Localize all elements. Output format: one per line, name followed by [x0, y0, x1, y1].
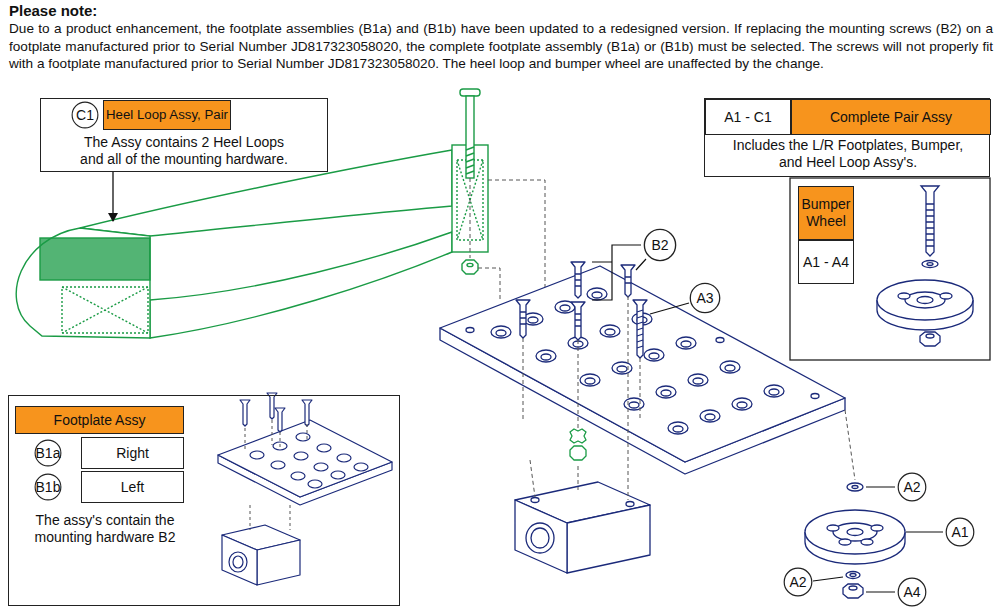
- cell-text: Complete Pair Assy: [830, 109, 952, 126]
- info-box: Includes the L/R Footplates, Bumper, and…: [704, 98, 990, 177]
- cell-text: A1 - A4: [803, 254, 849, 271]
- side-label: Left: [81, 471, 184, 503]
- callout-number: A2: [783, 567, 813, 597]
- cell-text: Bumper Wheel: [801, 196, 851, 230]
- cell-text: Footplate Assy: [54, 412, 146, 429]
- info-box: The Assy contains 2 Heel Loops and all o…: [40, 98, 328, 172]
- callout-number: B1b: [34, 473, 62, 501]
- bumper-wheel: [805, 483, 905, 598]
- callout-number: A2: [897, 472, 927, 502]
- cell-text: A1 - C1: [724, 109, 771, 126]
- callout-number: B2: [643, 228, 677, 262]
- callout-text: A2: [789, 574, 806, 591]
- part-title: Complete Pair Assy: [791, 99, 991, 135]
- callout-text: A4: [903, 584, 920, 601]
- part-range: A1 - A4: [798, 240, 854, 284]
- cell-text: Right: [116, 445, 149, 462]
- cell-text: Left: [121, 479, 144, 496]
- callout-text: B1a: [36, 445, 61, 462]
- part-title: Footplate Assy: [15, 406, 184, 434]
- box-text: Includes the L/R Footplates, Bumper, and…: [723, 137, 973, 171]
- side-label: Right: [81, 437, 184, 469]
- callout-text: C1: [76, 107, 94, 124]
- callout-text: B1b: [36, 479, 61, 496]
- box-text: The Assy contains 2 Heel Loops and all o…: [71, 134, 297, 168]
- callout-text: B2: [651, 237, 668, 254]
- callout-number: A4: [897, 577, 927, 607]
- info-box: The assy's contain the mounting hardware…: [8, 395, 400, 606]
- heel-loop: [16, 89, 488, 338]
- callout-text: A1: [951, 524, 968, 541]
- callout-number: B1a: [34, 439, 62, 467]
- footplate-small: [218, 393, 392, 585]
- callout-number: C1: [71, 101, 99, 129]
- part-title: Bumper Wheel: [798, 186, 854, 240]
- note-heading: Please note:: [9, 2, 97, 20]
- callout-number: A3: [689, 282, 721, 314]
- part-title: Heel Loop Assy, Pair: [103, 100, 231, 130]
- callout-text: A2: [903, 479, 920, 496]
- part-range: A1 - C1: [705, 99, 791, 135]
- cell-text: Heel Loop Assy, Pair: [106, 107, 228, 122]
- callout-text: A3: [696, 290, 713, 307]
- box-text: The assy's contain the mounting hardware…: [17, 512, 193, 546]
- callout-number: A1: [945, 517, 975, 547]
- bumper-wheel-small: [877, 186, 973, 346]
- footplate: [440, 262, 845, 573]
- panel-frame: [790, 178, 990, 360]
- note-text: Due to a product enhancement, the footpl…: [9, 20, 993, 73]
